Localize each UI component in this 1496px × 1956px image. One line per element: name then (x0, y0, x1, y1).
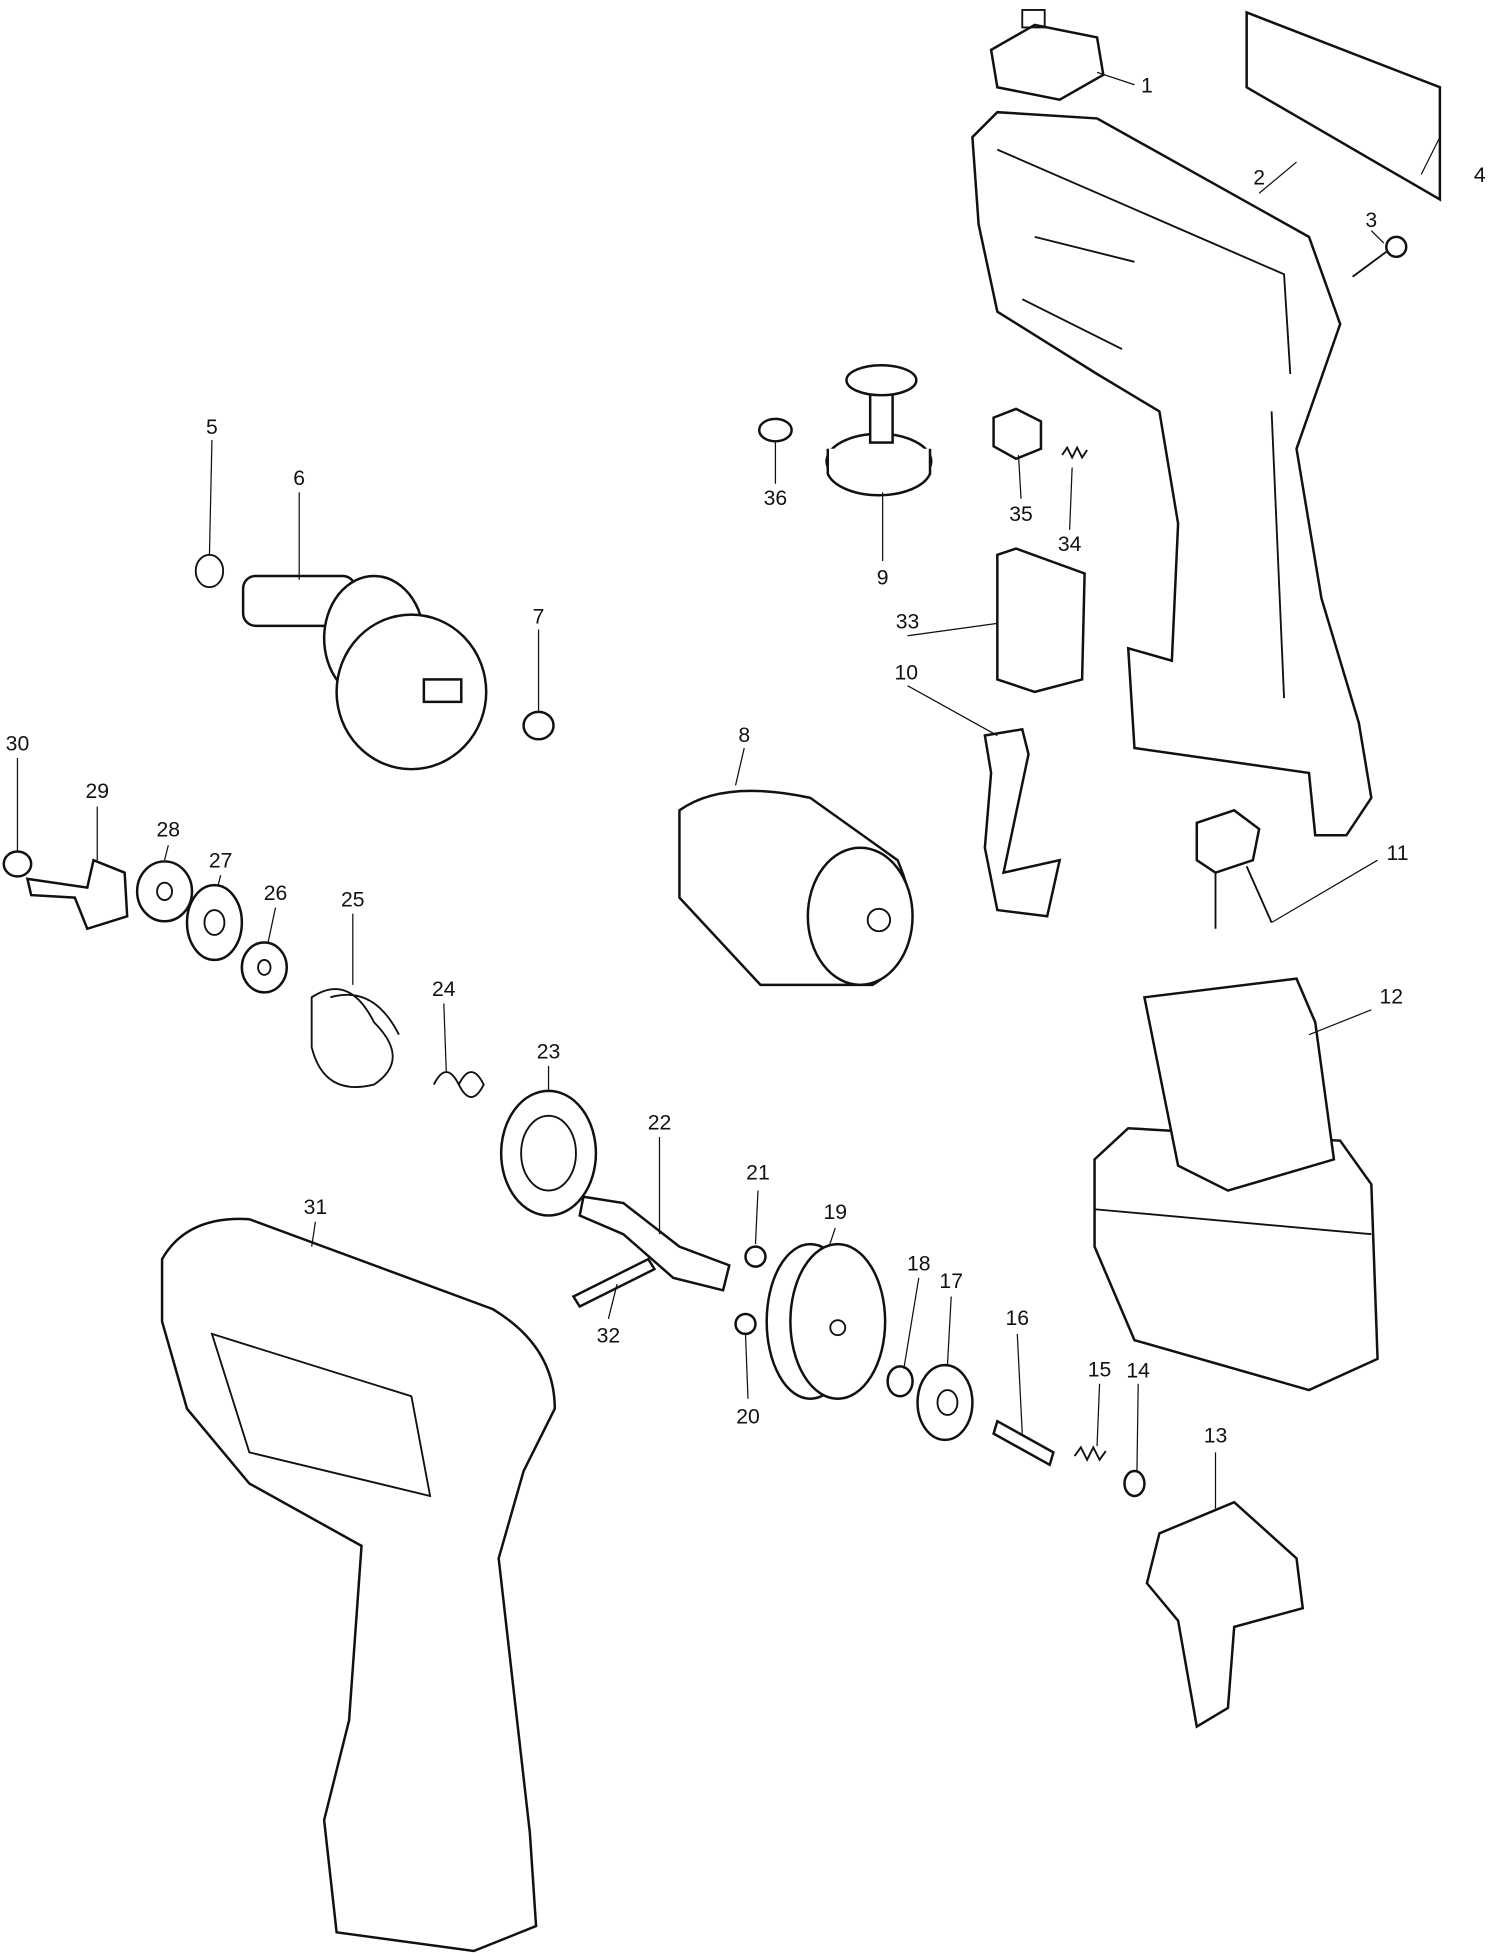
callout-32: 32 (597, 1325, 621, 1348)
callout-16: 16 (1005, 1307, 1029, 1330)
callout-23: 23 (537, 1040, 561, 1063)
callout-19: 19 (823, 1201, 847, 1224)
callout-1: 1 (1141, 74, 1153, 97)
part-17-bearing (916, 1363, 974, 1442)
part-9-dial-knob (825, 364, 933, 497)
callout-33: 33 (896, 610, 920, 633)
part-35-lock-button (992, 407, 1043, 461)
part-13-trigger-switch (1145, 1500, 1305, 1729)
part-30-bushing (2, 850, 33, 878)
part-10-belt-clip (983, 727, 1062, 918)
callout-25: 25 (341, 888, 365, 911)
callout-17: 17 (939, 1270, 963, 1293)
part-2-housing-half (971, 110, 1373, 837)
callout-34: 34 (1058, 533, 1082, 556)
callout-30: 30 (6, 732, 30, 755)
part-31-housing-half (160, 1217, 557, 1953)
part-14-washer (1123, 1469, 1146, 1498)
part-28-washer (135, 860, 194, 923)
leader-lines (16, 71, 1441, 1509)
part-29-lock-plate (25, 858, 129, 931)
part-21-steel-ball (744, 1245, 767, 1268)
part-11-terminal (1195, 808, 1273, 929)
callout-7: 7 (533, 605, 545, 628)
part-20-steel-ball (734, 1312, 757, 1336)
part-3-screw (1352, 235, 1408, 278)
part-6-armature (241, 574, 488, 771)
part-22-spindle (578, 1195, 731, 1292)
part-33-plate (996, 547, 1086, 694)
callout-29: 29 (85, 780, 109, 803)
callout-28: 28 (157, 819, 181, 842)
part-32-pin (571, 1257, 657, 1309)
callout-24: 24 (432, 978, 456, 1001)
part-19-gear (765, 1242, 887, 1400)
callout-6: 6 (293, 467, 305, 490)
part-12-battery (1093, 977, 1379, 1392)
part-18-washer (886, 1365, 914, 1398)
part-25-spring (310, 988, 400, 1089)
part-4-label-plate (1245, 10, 1442, 202)
part-15-spring (1073, 1445, 1107, 1462)
callout-12: 12 (1379, 986, 1403, 1009)
callout-21: 21 (746, 1161, 770, 1184)
callout-9: 9 (877, 567, 889, 590)
part-7-bushing (522, 710, 555, 741)
part-23-clutch-plate (499, 1089, 598, 1217)
part-shapes (2, 9, 1442, 1953)
callout-18: 18 (907, 1252, 931, 1275)
callout-labels: 1 2 3 4 5 6 7 8 9 10 11 12 13 14 15 16 1… (6, 74, 1486, 1447)
callout-26: 26 (264, 882, 288, 905)
callout-15: 15 (1088, 1358, 1112, 1381)
part-16-shaft (992, 1419, 1055, 1467)
callout-2: 2 (1253, 167, 1265, 190)
callout-11: 11 (1387, 842, 1409, 865)
part-26-washer (240, 941, 288, 994)
callout-8: 8 (738, 724, 750, 747)
callout-10: 10 (895, 661, 919, 684)
part-24-spring (433, 1071, 485, 1098)
part-5-retaining-ring (194, 553, 225, 589)
part-34-spring (1061, 445, 1088, 460)
part-1-switch-module (989, 9, 1105, 102)
callout-36: 36 (764, 487, 788, 510)
callout-35: 35 (1009, 503, 1033, 526)
callout-27: 27 (209, 850, 233, 873)
callout-20: 20 (736, 1406, 760, 1429)
callout-22: 22 (648, 1111, 672, 1134)
part-8-motor (678, 789, 914, 987)
callout-14: 14 (1126, 1360, 1150, 1383)
callout-4: 4 (1474, 164, 1486, 187)
part-27-ring-gear (185, 883, 244, 962)
callout-13: 13 (1204, 1424, 1228, 1447)
part-36-cap (757, 417, 793, 443)
callout-31: 31 (304, 1196, 328, 1219)
callout-3: 3 (1365, 209, 1377, 232)
callout-5: 5 (206, 416, 218, 439)
